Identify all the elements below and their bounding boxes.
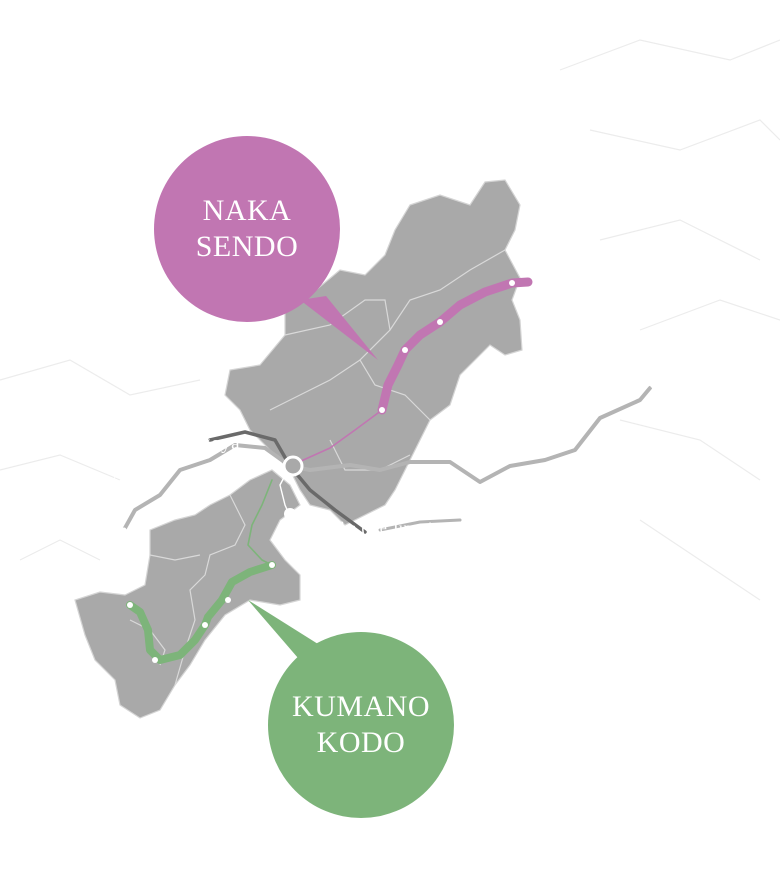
kumano-callout-pointer bbox=[248, 600, 318, 658]
nakasendo-callout-pointer bbox=[300, 296, 378, 360]
nakasendo-label-line1: NAKA bbox=[202, 194, 292, 227]
nakasendo-stop-3[interactable] bbox=[437, 319, 443, 325]
nakasendo-trail bbox=[377, 277, 533, 415]
background-land bbox=[0, 39, 780, 601]
nakasendo-stop-2[interactable] bbox=[402, 347, 408, 353]
rail-line-to-osaka bbox=[123, 443, 292, 530]
kumano-kodo-bubble[interactable]: KUMANO KODO bbox=[268, 632, 454, 818]
ise-pin-icon bbox=[284, 508, 296, 524]
nakasendo-label-line2: SENDO bbox=[195, 230, 299, 263]
kumano-kodo-label-line2: KODO bbox=[316, 726, 406, 759]
nakasendo-route bbox=[289, 277, 533, 467]
kumano-trail bbox=[126, 561, 276, 664]
rail-line-tokaido bbox=[288, 386, 652, 484]
kumano-stop-2[interactable] bbox=[225, 597, 231, 603]
kumano-connector bbox=[247, 479, 273, 566]
nakasendo-bubble[interactable]: NAKA SENDO bbox=[154, 136, 340, 322]
rail-line-east bbox=[378, 518, 462, 532]
tokyo-marker[interactable] bbox=[650, 382, 656, 388]
nakasendo-connector bbox=[289, 409, 383, 467]
kumano-stop-3[interactable] bbox=[202, 622, 208, 628]
land-mass bbox=[74, 179, 523, 719]
kumano-stop-5[interactable] bbox=[127, 602, 133, 608]
nakasendo-stop-4[interactable] bbox=[509, 280, 515, 286]
kumano-stop-1[interactable] bbox=[269, 562, 275, 568]
nakasendo-stop-1[interactable] bbox=[379, 407, 385, 413]
tokyo-label: Tokyo bbox=[662, 373, 713, 394]
osaka-label: Osaka bbox=[46, 518, 96, 539]
ise-sublabel: Ise Grand Shrine bbox=[296, 543, 379, 555]
kyoto-label: Kyoto bbox=[78, 472, 128, 493]
kumano-stop-4[interactable] bbox=[152, 657, 158, 663]
kumano-kodo-route bbox=[126, 479, 276, 664]
kumano-kodo-bubble-text: KUMANO KODO bbox=[292, 689, 430, 761]
nagoya-hub-marker[interactable] bbox=[282, 455, 304, 477]
ise-label: Ise/Toba (Ise Jingu) bbox=[298, 520, 435, 537]
osaka-marker[interactable] bbox=[121, 527, 127, 533]
nagoya-label: Nagoya bbox=[178, 433, 241, 454]
kumano-kodo-label-line1: KUMANO bbox=[292, 690, 430, 723]
nakasendo-bubble-text: NAKA SENDO bbox=[196, 193, 299, 265]
